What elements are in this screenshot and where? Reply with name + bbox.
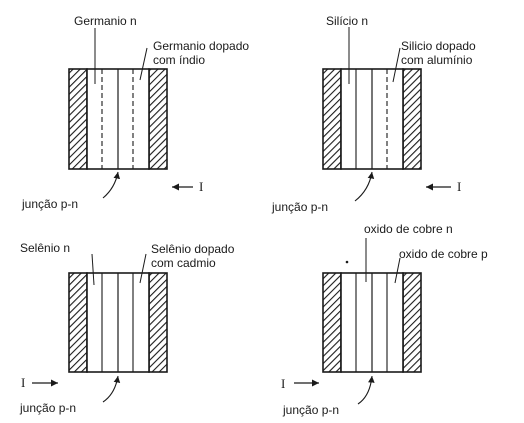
panel-oxido-de-cobre: oxido de cobre n oxido de cobre p junção…	[281, 222, 488, 417]
leader-doped	[394, 257, 401, 284]
label-n: Selênio n	[20, 241, 70, 255]
label-doped-line1: Selênio dopado	[151, 242, 235, 256]
electrode-right	[402, 68, 422, 170]
label-doped-line2: com cadmio	[151, 256, 216, 270]
panel-selenio: Selênio n Selênio dopado com cadmio junç…	[19, 241, 235, 415]
electrode-right	[148, 68, 168, 170]
electrode-right	[402, 272, 422, 373]
leader-doped	[392, 47, 401, 83]
speck	[345, 260, 349, 264]
label-n: oxido de cobre n	[364, 222, 453, 236]
panel-silicio: Silício n Silicio dopado com alumínio ju…	[271, 14, 476, 214]
label-doped-line1: Germanio dopado	[153, 39, 249, 53]
junction-pointer-arrow	[102, 375, 121, 403]
label-n: Germanio n	[74, 14, 137, 28]
current-label: I	[21, 375, 25, 390]
current-label: I	[199, 179, 203, 194]
label-doped-line1: Silicio dopado	[401, 39, 476, 53]
electrode-right	[148, 272, 168, 373]
current-label: I	[457, 179, 461, 194]
electrode-left	[322, 68, 342, 170]
junction-pointer-arrow	[357, 375, 375, 405]
label-doped-line1: oxido de cobre p	[399, 247, 488, 261]
electrode-left	[322, 272, 342, 373]
label-doped-line2: com alumínio	[401, 53, 473, 67]
leader-doped	[139, 47, 148, 81]
junction-pointer-arrow	[354, 171, 375, 202]
electrode-left	[68, 272, 88, 373]
junction-label: junção p-n	[19, 401, 76, 415]
electrode-left	[68, 68, 88, 170]
junction-pointer-arrow	[102, 171, 121, 199]
current-label: I	[281, 376, 285, 391]
leader-doped	[139, 253, 147, 284]
junction-label: junção p-n	[282, 403, 339, 417]
label-n: Silício n	[326, 14, 368, 28]
leader-n	[91, 253, 95, 286]
label-doped-line2: com índio	[153, 53, 205, 67]
panel-germanio: Germanio n Germanio dopado com índio jun…	[21, 14, 249, 211]
junction-label: junção p-n	[271, 200, 328, 214]
junction-label: junção p-n	[21, 197, 78, 211]
